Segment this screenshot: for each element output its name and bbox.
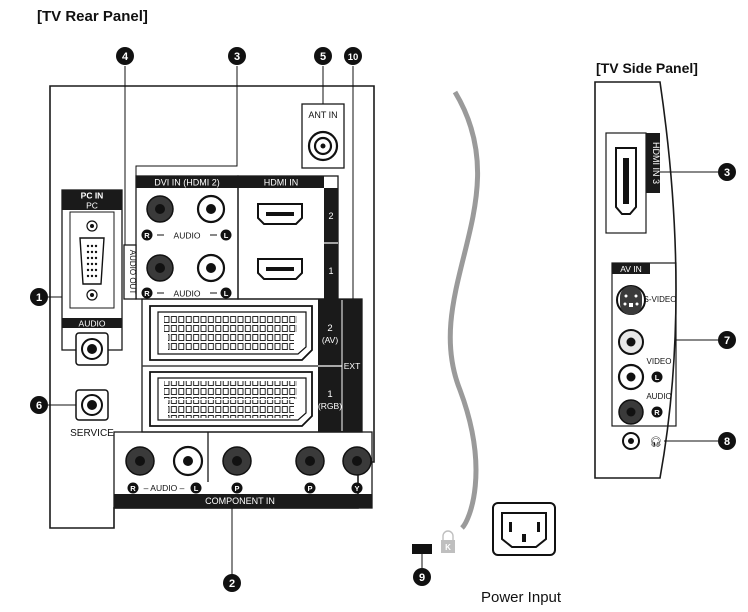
side-hdmi-in-3-label: HDMI IN 3 <box>651 142 661 184</box>
dvi-audio-text: AUDIO <box>174 231 201 241</box>
side-av-in-label: AV IN <box>620 264 642 274</box>
callout-4-number: 4 <box>122 51 129 63</box>
callout-9-number: 9 <box>419 572 425 584</box>
side-s-video-label: S-VIDEO <box>644 295 677 304</box>
tv-rear-panel-title: [TV Rear Panel] <box>37 8 148 25</box>
audio-out-l-badge: L <box>224 289 229 298</box>
cable-cutaway-curve <box>447 90 481 530</box>
hdmi-in-header: HDMI IN <box>264 178 299 188</box>
pc-label: PC <box>86 201 98 211</box>
pc-in-block: PC IN PC AUDIO <box>61 189 123 366</box>
callout-9: 9 <box>413 568 431 586</box>
callout-badges: 4 3 5 10 1 6 2 3 7 8 9 <box>30 47 736 592</box>
lock-icon <box>441 540 455 553</box>
component-in-block: COMPONENT IN R – AUDIO – L P P Y <box>113 431 373 509</box>
scart-1-port[interactable] <box>149 371 313 427</box>
dvi-l-badge: L <box>224 231 229 240</box>
callout-8: 8 <box>718 432 736 450</box>
pc-screw-bottom <box>86 289 98 301</box>
callout-3-side: 3 <box>718 163 736 181</box>
tv-side-panel-title: [TV Side Panel] <box>596 60 698 76</box>
callout-1-number: 1 <box>36 292 42 304</box>
scart-1-number: 1 <box>327 389 332 400</box>
side-l-badge: L <box>655 373 660 382</box>
side-leader-lines <box>660 171 718 442</box>
callout-8-number: 8 <box>724 436 730 448</box>
scart-2-port[interactable] <box>149 305 313 361</box>
service-block: SERVICE <box>70 389 114 439</box>
callout-5-number: 5 <box>320 51 326 63</box>
component-l-badge: L <box>194 484 199 493</box>
headphone-icon: 🎧︎ <box>650 436 663 448</box>
side-panel: HDMI IN 3 AV IN S-VIDEO VIDEO L AUDIO R … <box>594 81 677 479</box>
pc-in-header: PC IN <box>81 191 104 201</box>
component-audio-text: – AUDIO – <box>144 483 185 493</box>
callout-10-number: 10 <box>348 52 359 63</box>
callout-3-rear-number: 3 <box>234 51 240 63</box>
ant-in-label: ANT IN <box>308 110 337 120</box>
callout-6: 6 <box>30 396 48 414</box>
lock-slot[interactable] <box>412 544 432 554</box>
power-input-socket[interactable] <box>492 502 556 556</box>
audio-out-text: AUDIO <box>174 289 201 299</box>
pc-audio-label: AUDIO <box>79 319 106 329</box>
dvi-r-badge: R <box>144 231 150 240</box>
side-r-badge: R <box>654 408 660 417</box>
power-input-label: Power Input <box>481 589 562 606</box>
ant-in-block: ANT IN <box>301 103 345 169</box>
rear-leader-lines <box>48 66 354 575</box>
scart-1-name: (RGB) <box>318 401 342 411</box>
vga-port[interactable] <box>79 237 105 285</box>
ext-label: EXT <box>344 361 361 371</box>
kensington-lock-area: K <box>412 530 455 568</box>
callout-4: 4 <box>116 47 134 65</box>
service-label: SERVICE <box>70 428 114 439</box>
callout-7: 7 <box>718 331 736 349</box>
scart-2-number: 2 <box>327 323 332 334</box>
scart-ext-block: 2 (AV) 1 (RGB) EXT <box>141 298 363 433</box>
side-video-label: VIDEO <box>647 357 672 366</box>
lock-badge-letter: K <box>445 543 451 552</box>
hdmi-in-block: HDMI IN 2 1 <box>237 175 339 300</box>
callout-6-number: 6 <box>36 400 42 412</box>
component-pr-badge: P <box>234 484 239 493</box>
dvi-audio-block: DVI IN (HDMI 2) R AUDIO L AUDIO OUT R AU… <box>123 175 239 300</box>
audio-out-label: AUDIO OUT <box>128 250 137 295</box>
callout-1: 1 <box>30 288 48 306</box>
callout-7-number: 7 <box>724 335 730 347</box>
pc-screw-top <box>86 220 98 232</box>
scart-2-name: (AV) <box>322 335 339 345</box>
callout-2-number: 2 <box>229 578 235 590</box>
component-pb-badge: P <box>307 484 312 493</box>
callout-5: 5 <box>314 47 332 65</box>
callout-3-rear: 3 <box>228 47 246 65</box>
hdmi-1-number: 1 <box>328 266 333 276</box>
callout-2: 2 <box>223 574 241 592</box>
component-in-label: COMPONENT IN <box>205 496 275 506</box>
component-y-badge: Y <box>354 484 359 493</box>
callout-10: 10 <box>344 47 362 65</box>
hdmi-2-number: 2 <box>328 211 333 221</box>
component-r-badge: R <box>130 484 136 493</box>
audio-out-r-badge: R <box>144 289 150 298</box>
side-audio-label: AUDIO <box>646 392 671 401</box>
callout-3-side-number: 3 <box>724 167 730 179</box>
dvi-in-header: DVI IN (HDMI 2) <box>154 178 220 188</box>
